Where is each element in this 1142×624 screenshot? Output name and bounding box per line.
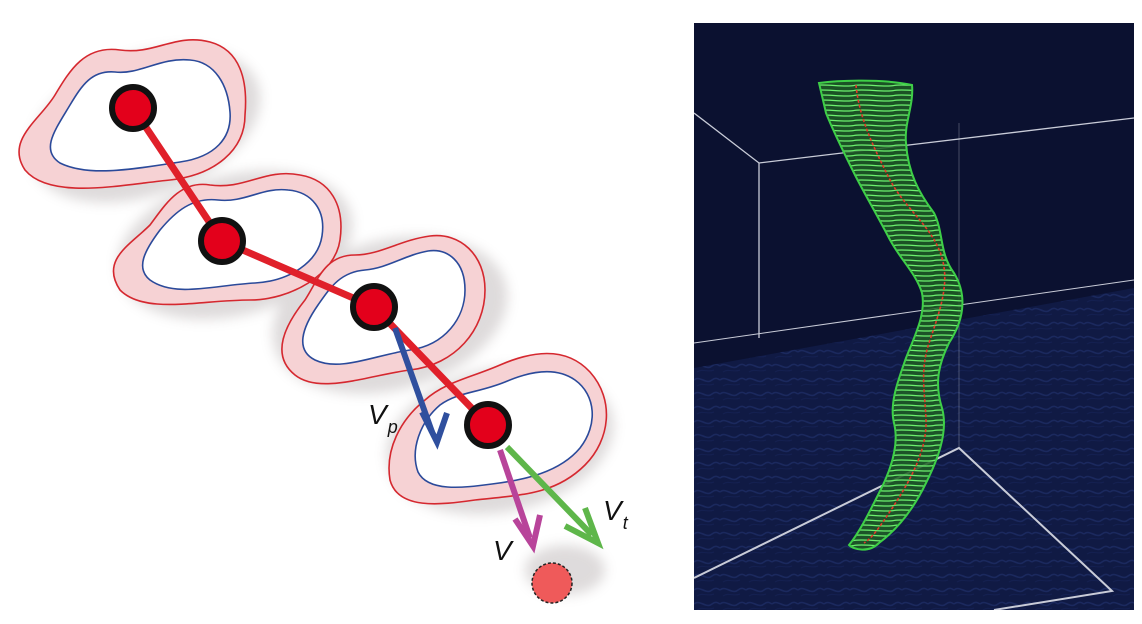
vessel-centerline (855, 84, 946, 544)
node-2 (198, 217, 246, 265)
v-label: V (493, 535, 514, 566)
vp-arrow (392, 326, 450, 450)
vt-arrow (504, 444, 604, 550)
vt-label: Vt (603, 495, 629, 533)
node-3 (350, 283, 398, 331)
tracking-diagram: Vp V Vt (18, 39, 629, 604)
node-4 (464, 401, 512, 449)
node-1 (109, 84, 157, 132)
vp-label: Vp (368, 399, 398, 437)
centerline-chain (130, 106, 491, 428)
predicted-node (531, 562, 573, 604)
vessel-3d-render (694, 23, 1134, 610)
v-arrow (497, 449, 543, 554)
